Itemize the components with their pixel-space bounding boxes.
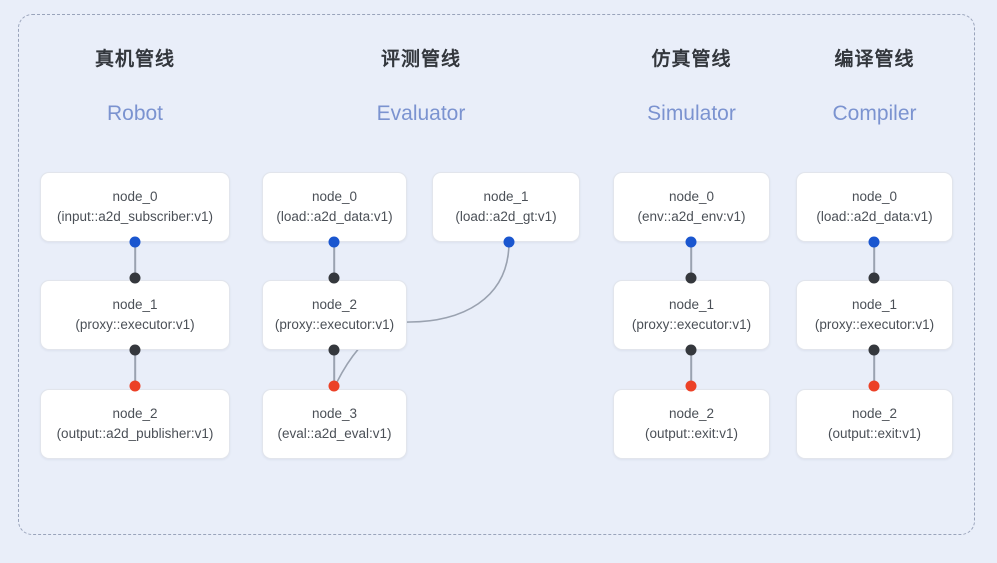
node-spec: (proxy::executor:v1) <box>631 317 752 332</box>
node-id: node_1 <box>851 297 898 313</box>
port-input-compiler-1[interactable] <box>868 272 880 284</box>
node-evaluator-2[interactable]: node_2 (proxy::executor:v1) <box>262 280 407 350</box>
port-output-simulator-0[interactable] <box>685 236 697 248</box>
node-robot-1[interactable]: node_1 (proxy::executor:v1) <box>40 280 230 350</box>
column-title-en-simulator: Simulator <box>647 102 736 125</box>
node-id: node_2 <box>851 406 898 422</box>
column-title-en-evaluator: Evaluator <box>376 102 466 125</box>
node-compiler-2[interactable]: node_2 (output::exit:v1) <box>796 389 953 459</box>
port-output-robot-0[interactable] <box>129 236 141 248</box>
node-spec: (env::a2d_env:v1) <box>637 209 746 224</box>
column-title-en-compiler: Compiler <box>832 102 917 125</box>
node-spec: (output::a2d_publisher:v1) <box>56 426 214 441</box>
pipeline-frame <box>18 14 975 535</box>
node-simulator-1[interactable]: node_1 (proxy::executor:v1) <box>613 280 770 350</box>
port-output-simulator-1[interactable] <box>685 344 697 356</box>
link-compiler-1-to-2 <box>873 350 875 386</box>
node-simulator-2[interactable]: node_2 (output::exit:v1) <box>613 389 770 459</box>
port-input-simulator-2[interactable] <box>685 380 697 392</box>
port-output-compiler-0[interactable] <box>868 236 880 248</box>
column-title-cn-compiler: 编译管线 <box>834 49 915 70</box>
column-title-cn-robot: 真机管线 <box>94 49 175 70</box>
link-evaluator-0-to-2 <box>333 242 335 278</box>
node-simulator-0[interactable]: node_0 (env::a2d_env:v1) <box>613 172 770 242</box>
node-id: node_0 <box>851 189 898 205</box>
node-spec: (load::a2d_data:v1) <box>276 209 393 224</box>
node-spec: (proxy::executor:v1) <box>75 317 195 332</box>
node-id: node_2 <box>112 406 158 422</box>
node-id: node_3 <box>311 406 358 422</box>
link-compiler-0-to-1 <box>873 242 875 278</box>
port-input-simulator-1[interactable] <box>685 272 697 284</box>
port-input-compiler-2[interactable] <box>868 380 880 392</box>
port-input-robot-1[interactable] <box>129 272 141 284</box>
node-id: node_0 <box>311 189 358 205</box>
node-id: node_2 <box>668 406 715 422</box>
node-compiler-0[interactable]: node_0 (load::a2d_data:v1) <box>796 172 953 242</box>
node-id: node_1 <box>668 297 715 313</box>
port-output-robot-1[interactable] <box>129 344 141 356</box>
port-output-compiler-1[interactable] <box>868 344 880 356</box>
node-robot-0[interactable]: node_0 (input::a2d_subscriber:v1) <box>40 172 230 242</box>
link-evaluator-2-to-3 <box>333 350 335 386</box>
node-evaluator-1[interactable]: node_1 (load::a2d_gt:v1) <box>432 172 580 242</box>
link-simulator-1-to-2 <box>690 350 692 386</box>
node-compiler-1[interactable]: node_1 (proxy::executor:v1) <box>796 280 953 350</box>
node-spec: (input::a2d_subscriber:v1) <box>56 209 214 224</box>
node-evaluator-0[interactable]: node_0 (load::a2d_data:v1) <box>262 172 407 242</box>
node-id: node_0 <box>112 189 158 205</box>
node-spec: (load::a2d_data:v1) <box>816 209 933 224</box>
column-title-cn-evaluator: 评测管线 <box>380 49 461 70</box>
node-id: node_2 <box>311 297 358 313</box>
port-input-evaluator-3[interactable] <box>328 380 340 392</box>
node-spec: (load::a2d_gt:v1) <box>455 209 557 224</box>
node-id: node_1 <box>112 297 158 313</box>
port-output-evaluator-1[interactable] <box>503 236 515 248</box>
node-id: node_0 <box>668 189 715 205</box>
node-spec: (eval::a2d_eval:v1) <box>277 426 392 441</box>
node-spec: (output::exit:v1) <box>827 426 922 441</box>
link-robot-1-to-2 <box>134 350 136 386</box>
node-spec: (proxy::executor:v1) <box>274 317 395 332</box>
link-simulator-0-to-1 <box>690 242 692 278</box>
port-output-evaluator-2[interactable] <box>328 344 340 356</box>
port-output-evaluator-0[interactable] <box>328 236 340 248</box>
node-spec: (proxy::executor:v1) <box>814 317 935 332</box>
node-id: node_1 <box>483 189 529 205</box>
column-title-cn-simulator: 仿真管线 <box>651 49 732 70</box>
port-input-evaluator-2[interactable] <box>328 272 340 284</box>
link-robot-0-to-1 <box>134 242 136 278</box>
node-evaluator-3[interactable]: node_3 (eval::a2d_eval:v1) <box>262 389 407 459</box>
node-spec: (output::exit:v1) <box>644 426 739 441</box>
node-robot-2[interactable]: node_2 (output::a2d_publisher:v1) <box>40 389 230 459</box>
column-title-en-robot: Robot <box>106 102 164 125</box>
port-input-robot-2[interactable] <box>129 380 141 392</box>
